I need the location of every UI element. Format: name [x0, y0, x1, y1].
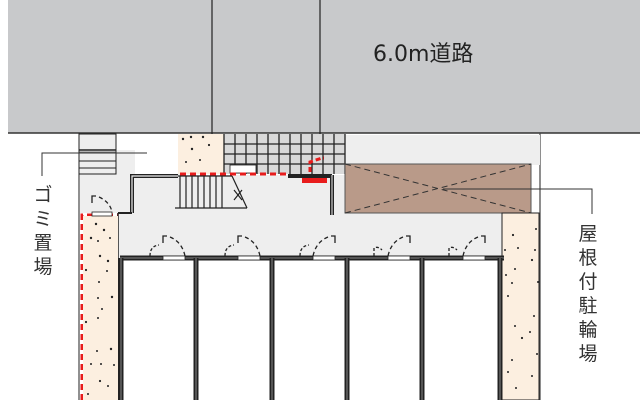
bike-label-char: 輪 [578, 319, 598, 341]
planting-right [501, 212, 540, 400]
units [118, 255, 504, 400]
garbage-label-char: 置 [33, 232, 53, 254]
planting-top [178, 134, 224, 174]
planting-left [83, 216, 118, 400]
bike-label-leader [443, 188, 593, 214]
garbage-label-char: 場 [33, 256, 53, 278]
garbage-area-box [78, 133, 117, 400]
entrance-tile-grid [223, 134, 346, 174]
road-label: 6.0m道路 [373, 42, 474, 67]
garbage-area-label: ゴ ミ 置 場 [32, 183, 54, 279]
bike-label-char: 駐 [578, 295, 598, 317]
unit-2-door [224, 235, 261, 261]
garbage-label-leader [41, 152, 147, 176]
unit-doors [91, 195, 486, 261]
road [8, 0, 640, 175]
boundary-dashed-line [80, 172, 290, 400]
staircase [175, 175, 248, 209]
bike-label-char: 屋 [578, 223, 598, 245]
unit-4-door [373, 235, 411, 261]
bike-label-char: 場 [578, 343, 598, 365]
unit-1-door [149, 235, 186, 261]
unit-5-door [448, 235, 486, 261]
garbage-label-char: ミ [33, 208, 53, 230]
bike-label-char: 付 [578, 271, 598, 293]
garbage-label-char: ゴ [33, 184, 53, 206]
bicycle-parking-label: 屋 根 付 駐 輪 場 [577, 222, 599, 366]
unit-3-door [299, 235, 336, 261]
bike-label-char: 根 [578, 247, 598, 269]
garbage-area-door [91, 195, 113, 217]
